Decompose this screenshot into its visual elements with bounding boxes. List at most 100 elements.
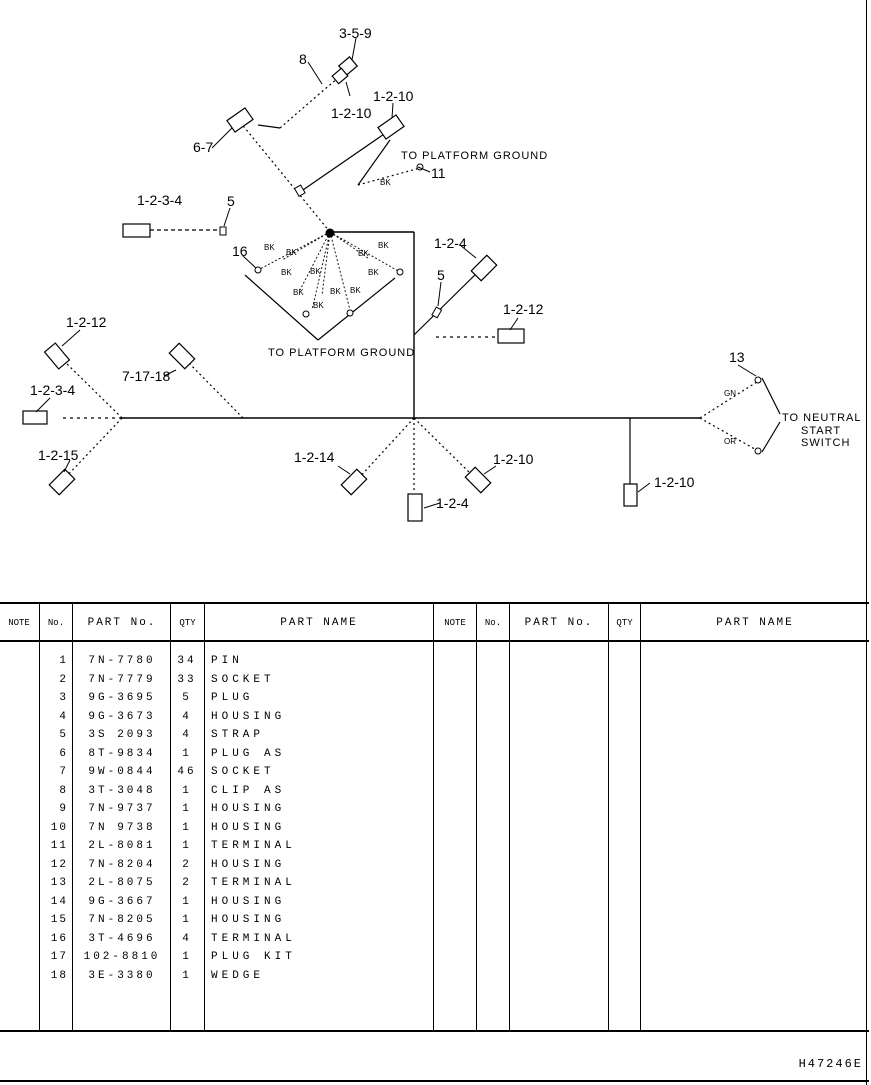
part-number: 3S 2093: [88, 729, 156, 741]
quantity: 1: [182, 969, 192, 982]
part-number-index: 17: [50, 951, 68, 963]
wire-code: BK: [350, 286, 361, 295]
callout-16: 16: [232, 243, 248, 259]
quantity: 4: [182, 729, 192, 741]
connector-6-7: [226, 107, 254, 133]
column-divider: [509, 604, 510, 1030]
callout-1-2-14: 1-2-14: [294, 449, 335, 465]
header-part-name-left: PART NAME: [280, 617, 358, 629]
callout-7-17-18: 7-17-18: [122, 368, 170, 384]
wire-code: BK: [310, 267, 321, 276]
connector-1-2-10-bottom: [464, 466, 492, 494]
table-header: NOTE No. PART No. QTY PART NAME NOTE No.…: [0, 604, 869, 642]
part-number-index: 13: [50, 877, 68, 889]
part-name: HOUSING: [211, 710, 286, 723]
part-number-index: 3: [59, 692, 68, 704]
quantity: 1: [182, 747, 192, 760]
column-divider: [39, 604, 40, 1030]
wire-code: BK: [380, 178, 391, 187]
parts-list-table: NOTE No. PART No. QTY PART NAME NOTE No.…: [0, 602, 869, 1032]
column-divider: [476, 604, 477, 1030]
quantity: 1: [182, 951, 192, 963]
part-number: 7N-7780: [88, 655, 156, 667]
quantity: 1: [182, 784, 192, 797]
part-number-index: 10: [50, 821, 68, 834]
drawing-code: H47246E: [798, 1057, 863, 1071]
part-number-index: 6: [59, 747, 68, 760]
connector-1-2-4-bottom: [407, 493, 423, 522]
connector-7-17-18: [168, 342, 196, 370]
wire-code: BK: [293, 288, 304, 297]
part-name: HOUSING: [211, 895, 286, 908]
part-name: PLUG AS: [211, 747, 286, 760]
callout-1-2-4-bottom: 1-2-4: [436, 495, 469, 511]
table-row: 6 8T-9834 1 PLUG AS: [0, 745, 869, 764]
quantity: 1: [182, 895, 192, 908]
part-number-index: 11: [50, 840, 68, 852]
callout-3-5-9: 3-5-9: [339, 25, 372, 41]
callout-5-top: 5: [227, 193, 235, 209]
wire-code: BK: [281, 268, 292, 277]
callout-1-2-10-a: 1-2-10: [331, 105, 372, 121]
part-number-index: 5: [59, 729, 68, 741]
header-part-name-right: PART NAME: [716, 617, 794, 629]
connector-1-2-4-right: [470, 254, 498, 282]
quantity: 34: [177, 655, 197, 667]
callout-1-2-15: 1-2-15: [38, 447, 79, 463]
column-divider: [608, 604, 609, 1030]
part-number-index: 15: [50, 914, 68, 926]
column-divider: [170, 604, 171, 1030]
connector-1-2-14: [340, 468, 368, 496]
part-number-index: 18: [50, 969, 68, 982]
header-qty-left: QTY: [179, 618, 196, 628]
callout-1-2-3-4-top: 1-2-3-4: [137, 192, 182, 208]
wire-code: BK: [330, 287, 341, 296]
part-number-index: 14: [50, 895, 68, 908]
connector-1-2-3-4-left: [22, 410, 48, 425]
part-number: 3E-3380: [88, 969, 156, 982]
quantity: 33: [177, 673, 197, 686]
callout-1-2-3-4-left: 1-2-3-4: [30, 382, 75, 398]
part-number-index: 7: [59, 766, 68, 778]
part-name: HOUSING: [211, 803, 286, 815]
part-number: 102-8810: [83, 951, 161, 963]
wire-code: BK: [358, 249, 369, 258]
part-name: PLUG KIT: [211, 951, 296, 963]
part-name: CLIP AS: [211, 784, 286, 797]
callout-1-2-12-left: 1-2-12: [66, 314, 107, 330]
header-qty-right: QTY: [616, 618, 633, 628]
wire-code: BK: [313, 301, 324, 310]
callout-1-2-10-b: 1-2-10: [373, 88, 414, 104]
connector-1-2-12-left: [43, 342, 71, 370]
part-name: TERMINAL: [211, 932, 296, 945]
part-number-index: 9: [59, 803, 68, 815]
callout-5-right: 5: [437, 267, 445, 283]
connector-1-2-12-right: [497, 328, 525, 344]
callout-1-2-12-right: 1-2-12: [503, 301, 544, 317]
splice-junction: [325, 228, 335, 238]
note-to-platform-ground-mid: TO PLATFORM GROUND: [268, 347, 415, 359]
part-number: 9G-3667: [88, 895, 156, 908]
part-number: 9G-3695: [88, 692, 156, 704]
quantity: 2: [182, 877, 192, 889]
part-number: 8T-9834: [88, 747, 156, 760]
part-name: PLUG: [211, 692, 254, 704]
quantity: 1: [182, 803, 192, 815]
part-number-index: 8: [59, 784, 68, 797]
wire-code: BK: [378, 241, 389, 250]
part-number-index: 12: [50, 858, 68, 871]
quantity: 1: [182, 821, 192, 834]
connector-1-2-10-right: [623, 483, 638, 507]
column-divider: [204, 604, 205, 1030]
wiring-harness-diagram: 3-5-9 8 1-2-10 1-2-10 6-7 1-2-3-4 5 16 1…: [22, 25, 860, 522]
header-no-right: No.: [484, 618, 502, 628]
